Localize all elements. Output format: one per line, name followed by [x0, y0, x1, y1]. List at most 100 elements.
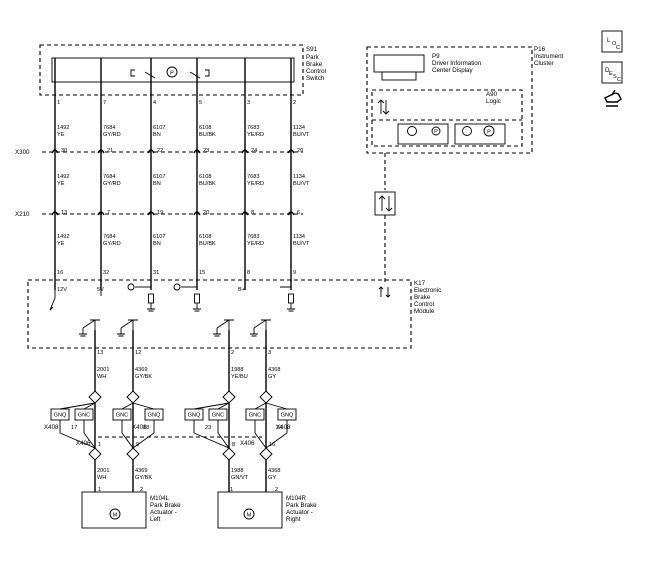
wire-color: GY/RD	[103, 241, 121, 247]
wire-color: BN	[153, 241, 161, 247]
x408-left-label: X408	[44, 424, 59, 431]
svg-text:C: C	[616, 45, 620, 51]
splice-diamond-icon	[222, 447, 236, 461]
data-arrows-icon	[377, 99, 390, 115]
wire-color: GY/BK	[135, 374, 152, 380]
circuit-number: 6107	[153, 234, 165, 240]
switch-pin-number: 7	[103, 100, 106, 106]
circuit-number: 7683	[247, 125, 259, 131]
circuit-number: 7683	[247, 234, 259, 240]
x300-terminal	[97, 149, 105, 154]
lamp-group-left: P	[397, 123, 449, 145]
wire-color: BN	[153, 132, 161, 138]
lamp-group-right: P	[454, 123, 506, 145]
circuit-number: 4369	[135, 367, 147, 373]
switch-id: S91	[306, 46, 318, 53]
switch-contact-left-icon	[130, 69, 135, 77]
ebcm-module: K17 Electronic Brake Control Module	[27, 279, 441, 349]
motor-left-id: M104L	[150, 495, 169, 502]
circuit-number: 7684	[103, 234, 115, 240]
x406-right-label: X406	[240, 440, 255, 447]
battery-plus-label: B+	[238, 287, 245, 293]
x210-label: X210	[15, 211, 30, 218]
ebcm-dashed-box	[27, 279, 412, 349]
motor-right: M M104R Park Brake Actuator - Right 1 2	[217, 487, 317, 529]
x210-terminal	[287, 211, 295, 216]
circuit-number: 1492	[57, 174, 69, 180]
desc-icon[interactable]: D E S C	[601, 61, 623, 84]
x210-pin-number: 20	[203, 210, 209, 216]
gnq-box-label: GNQ	[281, 413, 294, 419]
x300-label: X300	[15, 149, 30, 156]
circuit-number: 1988	[231, 468, 243, 474]
driver-switch-icon	[261, 319, 271, 330]
svg-text:2: 2	[140, 487, 143, 493]
wire-color: YE/RD	[247, 241, 264, 247]
ebcm-pin-number: 8	[247, 270, 250, 276]
ebcm-id: K17	[414, 280, 426, 287]
svg-text:D: D	[605, 67, 610, 74]
motor-right-icon	[243, 508, 255, 520]
gnq-box-label: GNQ	[148, 413, 161, 419]
circuit-number: 7684	[103, 174, 115, 180]
wire-color: BU/VT	[293, 241, 310, 247]
x210-terminal	[147, 211, 155, 216]
driver-switch-icon	[128, 319, 138, 330]
hand-pointer-icon[interactable]	[604, 89, 622, 107]
lamp-icon	[462, 126, 472, 136]
svg-text:Switch: Switch	[306, 75, 325, 82]
park-brake-switch: P S91 Park Brake Control Switch	[39, 44, 326, 96]
motor-right-box	[217, 491, 283, 529]
x210-pin-number: 6	[297, 210, 300, 216]
cluster-dashed-box	[366, 46, 533, 154]
circuit-number: 7684	[103, 125, 115, 131]
ebcm-pin-number: 12	[135, 350, 141, 356]
svg-text:M: M	[113, 513, 118, 519]
resistor-icon	[194, 293, 200, 304]
svg-text:S: S	[613, 74, 617, 80]
x408-pin-number: 18	[143, 425, 149, 431]
wire-color: WH	[97, 374, 106, 380]
circuit-number: 6107	[153, 174, 165, 180]
loc-icon[interactable]: L O C	[601, 30, 623, 53]
driver-switch-icon	[224, 319, 234, 330]
ground-icon	[193, 303, 201, 312]
splice-diamond-icon	[259, 390, 273, 404]
ground-icon	[250, 319, 267, 337]
x300-terminal	[51, 149, 59, 154]
splice-diamond-icon	[88, 390, 102, 404]
driver-switch-icon	[90, 319, 100, 330]
x300-pin-number: 23	[203, 148, 209, 154]
motor-left-icon	[109, 508, 121, 520]
x300-pin-number: 21	[107, 148, 113, 154]
ebcm-serial-arrows-icon	[378, 286, 391, 298]
svg-text:Electronic: Electronic	[414, 287, 441, 294]
gnc-box-label: GNC	[78, 413, 90, 419]
wire-color: WH	[97, 475, 106, 481]
svg-text:Actuator -: Actuator -	[150, 509, 177, 516]
x300-pin-number: 20	[297, 148, 303, 154]
ebcm-pin-number: 9	[293, 270, 296, 276]
wire-color: GY/RD	[103, 181, 121, 187]
supply-arrow-icon	[49, 290, 56, 311]
x406-pin-number: 8	[232, 442, 235, 448]
switch-pin-number: 4	[153, 100, 156, 106]
x300-pin-number: 22	[157, 148, 163, 154]
lamp-icon	[407, 126, 417, 136]
svg-text:Brake: Brake	[306, 61, 323, 68]
svg-text:Center Display: Center Display	[432, 67, 473, 74]
ground-icon	[147, 303, 155, 312]
supply-12v-label: 12V	[57, 287, 67, 293]
display-id: P9	[432, 53, 440, 60]
x408-right-label: X408	[276, 424, 291, 431]
switch-pin-number: 1	[57, 100, 60, 106]
serial-data-link	[374, 153, 396, 298]
motor-left: M M104L Park Brake Actuator - Left 1 2	[81, 487, 181, 529]
circuit-number: 6108	[199, 125, 211, 131]
svg-text:E: E	[609, 71, 613, 77]
svg-text:Actuator -: Actuator -	[286, 509, 313, 516]
x406-left-label: X406	[76, 440, 91, 447]
svg-text:P: P	[434, 129, 438, 135]
